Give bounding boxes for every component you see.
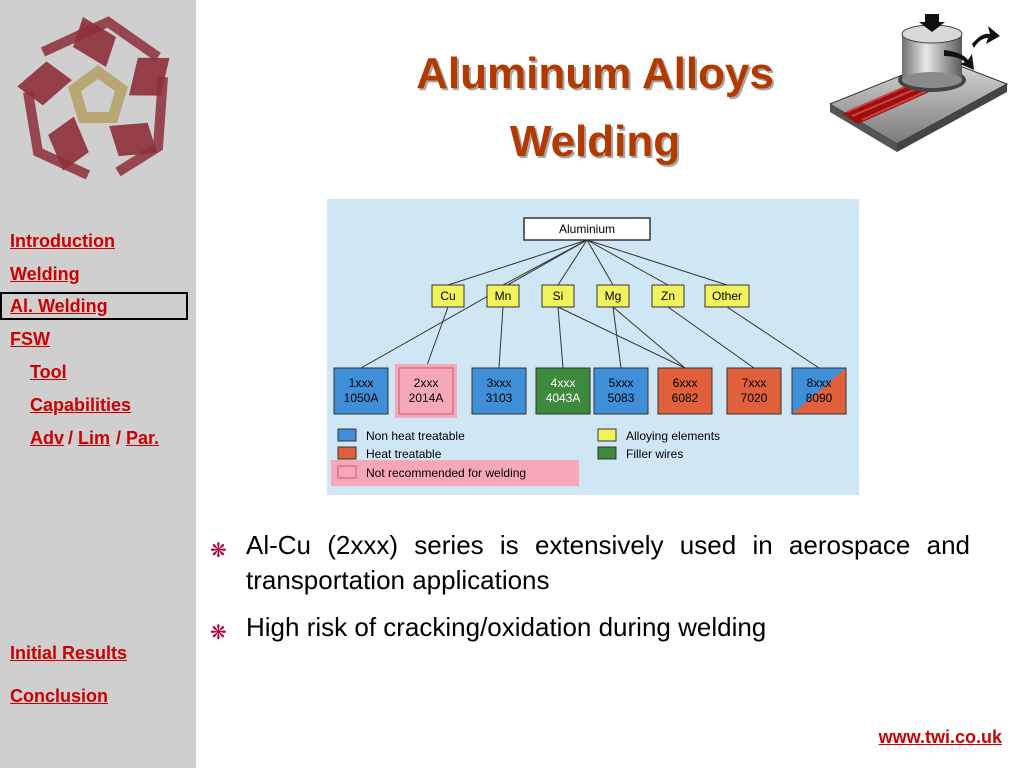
fsw-tool-illustration-icon (828, 14, 1009, 152)
alloy-series-code: 4xxx (551, 376, 576, 390)
alloy-series-box (398, 367, 454, 415)
alloy-series-alloy: 6082 (672, 391, 699, 405)
legend-label: Not recommended for welding (366, 466, 526, 480)
nav-separator: / (116, 428, 122, 448)
alloying-element-label: Zn (661, 289, 675, 303)
connector-line (667, 306, 755, 369)
alloy-series-alloy: 5083 (608, 391, 635, 405)
alloying-element-label: Mg (605, 289, 622, 303)
root-node-label: Aluminium (559, 222, 615, 236)
footer-url-link[interactable]: www.twi.co.uk (878, 727, 1002, 747)
alloying-element-box (541, 284, 575, 308)
alloy-series-code: 5xxx (609, 376, 634, 390)
connector-line (557, 306, 686, 369)
legend-swatch (337, 446, 357, 460)
nav-al-welding[interactable]: Al. Welding (10, 296, 108, 316)
alloy-series-box (333, 367, 389, 415)
alloy-series-box (535, 367, 591, 415)
connector-line (425, 306, 449, 369)
alloy-series-box (657, 367, 713, 415)
nav-tool[interactable]: Tool (30, 362, 67, 382)
connector-line (498, 306, 504, 369)
alloy-series-alloy: 1050A (344, 391, 379, 405)
alloying-element-box (651, 284, 685, 308)
nav-capabilities[interactable]: Capabilities (30, 395, 132, 415)
alloy-series-code: 8xxx (807, 376, 832, 390)
connector-line (557, 306, 564, 369)
nav-initial-results[interactable]: Initial Results (10, 643, 128, 663)
nav-welding[interactable]: Welding (10, 264, 80, 284)
bullet-marker-icon: ❋ (210, 540, 227, 562)
alloy-series-code: 6xxx (673, 376, 698, 390)
connector-line (502, 239, 588, 286)
connector-line (726, 306, 820, 369)
legend-swatch (597, 428, 617, 442)
nav-lim[interactable]: Lim (78, 428, 111, 448)
alloy-series-alloy: 7020 (741, 391, 768, 405)
bullet-item: ❋ Al-Cu (2xxx) series is extensively use… (210, 528, 970, 598)
bullet-marker-icon: ❋ (210, 622, 227, 644)
legend-not-recommended-highlight (331, 460, 579, 486)
alloying-element-label: Si (553, 289, 564, 303)
slide-title-line1: Aluminum Alloys (416, 49, 774, 98)
alloy-series-box (471, 367, 527, 415)
nav-conclusion[interactable]: Conclusion (10, 686, 108, 706)
nav-fsw[interactable]: FSW (10, 329, 50, 349)
connector-line (557, 239, 588, 286)
slide-title: Aluminum Alloys Welding (330, 40, 860, 176)
alloying-element-label: Cu (440, 289, 455, 303)
connector-line (586, 239, 614, 286)
connector-line (612, 306, 686, 369)
connector-line (612, 306, 622, 369)
connector-line (360, 239, 588, 369)
alloy-series-alloy: 4043A (546, 391, 581, 405)
diagram-background (327, 199, 859, 495)
legend-label: Non heat treatable (366, 429, 465, 443)
alloying-element-box (431, 284, 465, 308)
nav-current-indicator (0, 292, 188, 320)
legend-label: Alloying elements (626, 429, 720, 443)
nav-adv[interactable]: Adv (30, 428, 65, 448)
nav-par[interactable]: Par. (126, 428, 160, 448)
connector-line (586, 239, 728, 286)
alloy-series-code: 7xxx (742, 376, 767, 390)
alloying-element-label: Other (712, 289, 742, 303)
legend-swatch (337, 465, 357, 479)
alloy-series-alloy: 3103 (486, 391, 513, 405)
nav-introduction[interactable]: Introduction (10, 231, 115, 251)
alloying-element-box (704, 284, 750, 308)
alloying-element-box (486, 284, 520, 308)
alloy-series-alloy: 8090 (806, 391, 833, 405)
connector-line (586, 239, 669, 286)
twi-logo-icon (17, 16, 170, 180)
slide-title-line2: Welding (509, 117, 681, 167)
bullet-text: High risk of cracking/oxidation during w… (246, 612, 767, 642)
legend-swatch (337, 428, 357, 442)
alloy-series-alloy: 2014A (409, 391, 444, 405)
bullet-item: ❋ High risk of cracking/oxidation during… (210, 610, 970, 645)
alloy-series-code: 3xxx (487, 376, 512, 390)
sidebar: Introduction Welding Al. Welding FSW Too… (0, 0, 196, 768)
legend-label: Heat treatable (366, 447, 442, 461)
alloy-series-box-outline (791, 367, 847, 415)
bullet-text: Al-Cu (2xxx) series is extensively used … (246, 530, 970, 595)
root-node-box (523, 217, 651, 241)
connector-line (447, 239, 588, 286)
alloy-series-box (593, 367, 649, 415)
legend-swatch (597, 446, 617, 460)
bullet-list: ❋ Al-Cu (2xxx) series is extensively use… (210, 528, 970, 657)
nav-separator: / (68, 428, 74, 448)
alloy-series-code: 1xxx (349, 376, 374, 390)
alloying-element-box (596, 284, 630, 308)
alloy-series-box (726, 367, 782, 415)
alloy-series-box-half (792, 368, 846, 414)
alloying-element-label: Mn (495, 289, 512, 303)
alloy-series-code: 2xxx (414, 376, 439, 390)
legend-label: Filler wires (626, 447, 683, 461)
